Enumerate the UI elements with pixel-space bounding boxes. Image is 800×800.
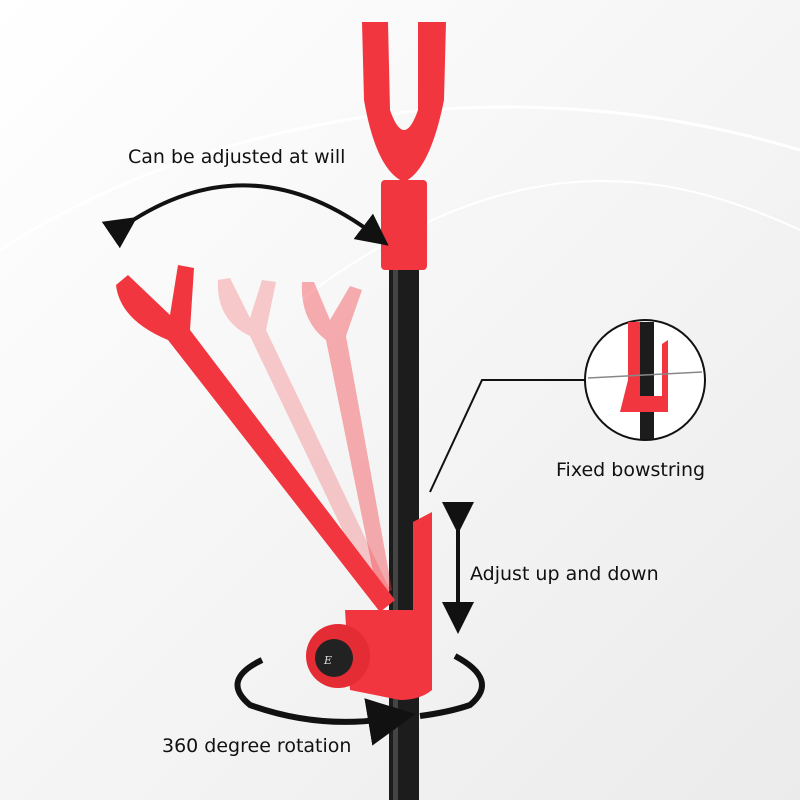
height-label: Adjust up and down [470, 563, 659, 585]
bowstring-label: Fixed bowstring [556, 459, 706, 481]
faded-arm-position [217, 278, 390, 600]
background-swoosh [0, 105, 800, 252]
rotation-label: 360 degree rotation [162, 735, 352, 757]
knob-logo [315, 639, 353, 677]
tilted-arm [116, 265, 395, 612]
rotation-arrow [234, 657, 416, 746]
rod-highlight [393, 190, 398, 800]
callout-line [429, 379, 588, 493]
rotation-arrow-back [419, 653, 485, 719]
svg-text:E: E [323, 654, 332, 667]
sliding-clamp: E [306, 512, 432, 700]
angle-adjust-arrow [101, 183, 389, 249]
top-v-holder [362, 22, 446, 270]
detail-bowstring [587, 371, 703, 379]
faded-arm-position [301, 282, 392, 596]
detail-clamp [620, 322, 668, 412]
angle-label: Can be adjusted at will [128, 146, 346, 168]
detail-rod [640, 322, 654, 439]
